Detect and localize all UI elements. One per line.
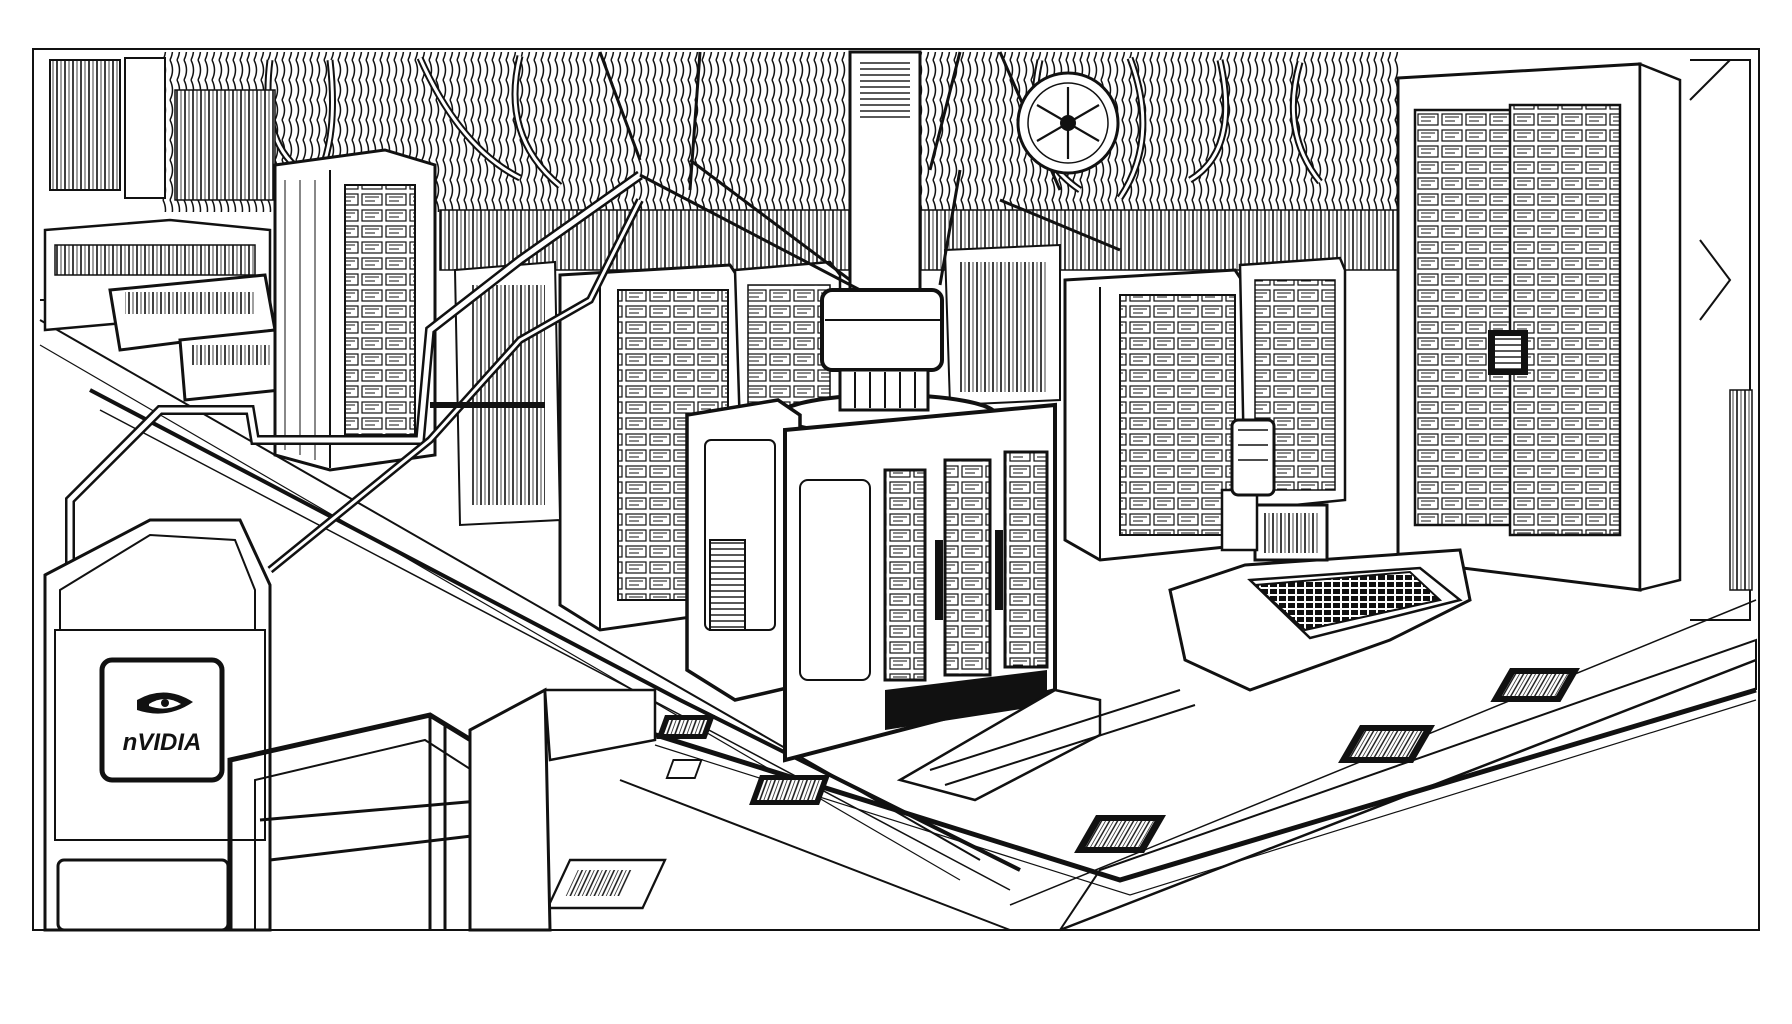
right-server-tower: [1396, 59, 1753, 621]
keyboard-icon: [1252, 570, 1443, 632]
fan-icon: [1016, 71, 1120, 175]
nvidia-logo-plate: [99, 657, 225, 783]
workstation-console: [1168, 418, 1472, 692]
chip-icon: [545, 668, 1580, 910]
tall-server-tower: [273, 148, 437, 472]
front-platform: [665, 638, 1757, 931]
left-server-cabinets: [43, 218, 282, 402]
nvidia-server-unit: nVIDIA: [43, 518, 272, 932]
background-rack-row: [49, 57, 1441, 271]
nvidia-logo-text: nVIDIA: [123, 729, 202, 756]
foreground-railing: [227, 687, 657, 932]
eye-logo-icon: [137, 692, 193, 714]
central-gpu-server: [685, 50, 1057, 763]
data-cables: [65, 158, 1121, 620]
